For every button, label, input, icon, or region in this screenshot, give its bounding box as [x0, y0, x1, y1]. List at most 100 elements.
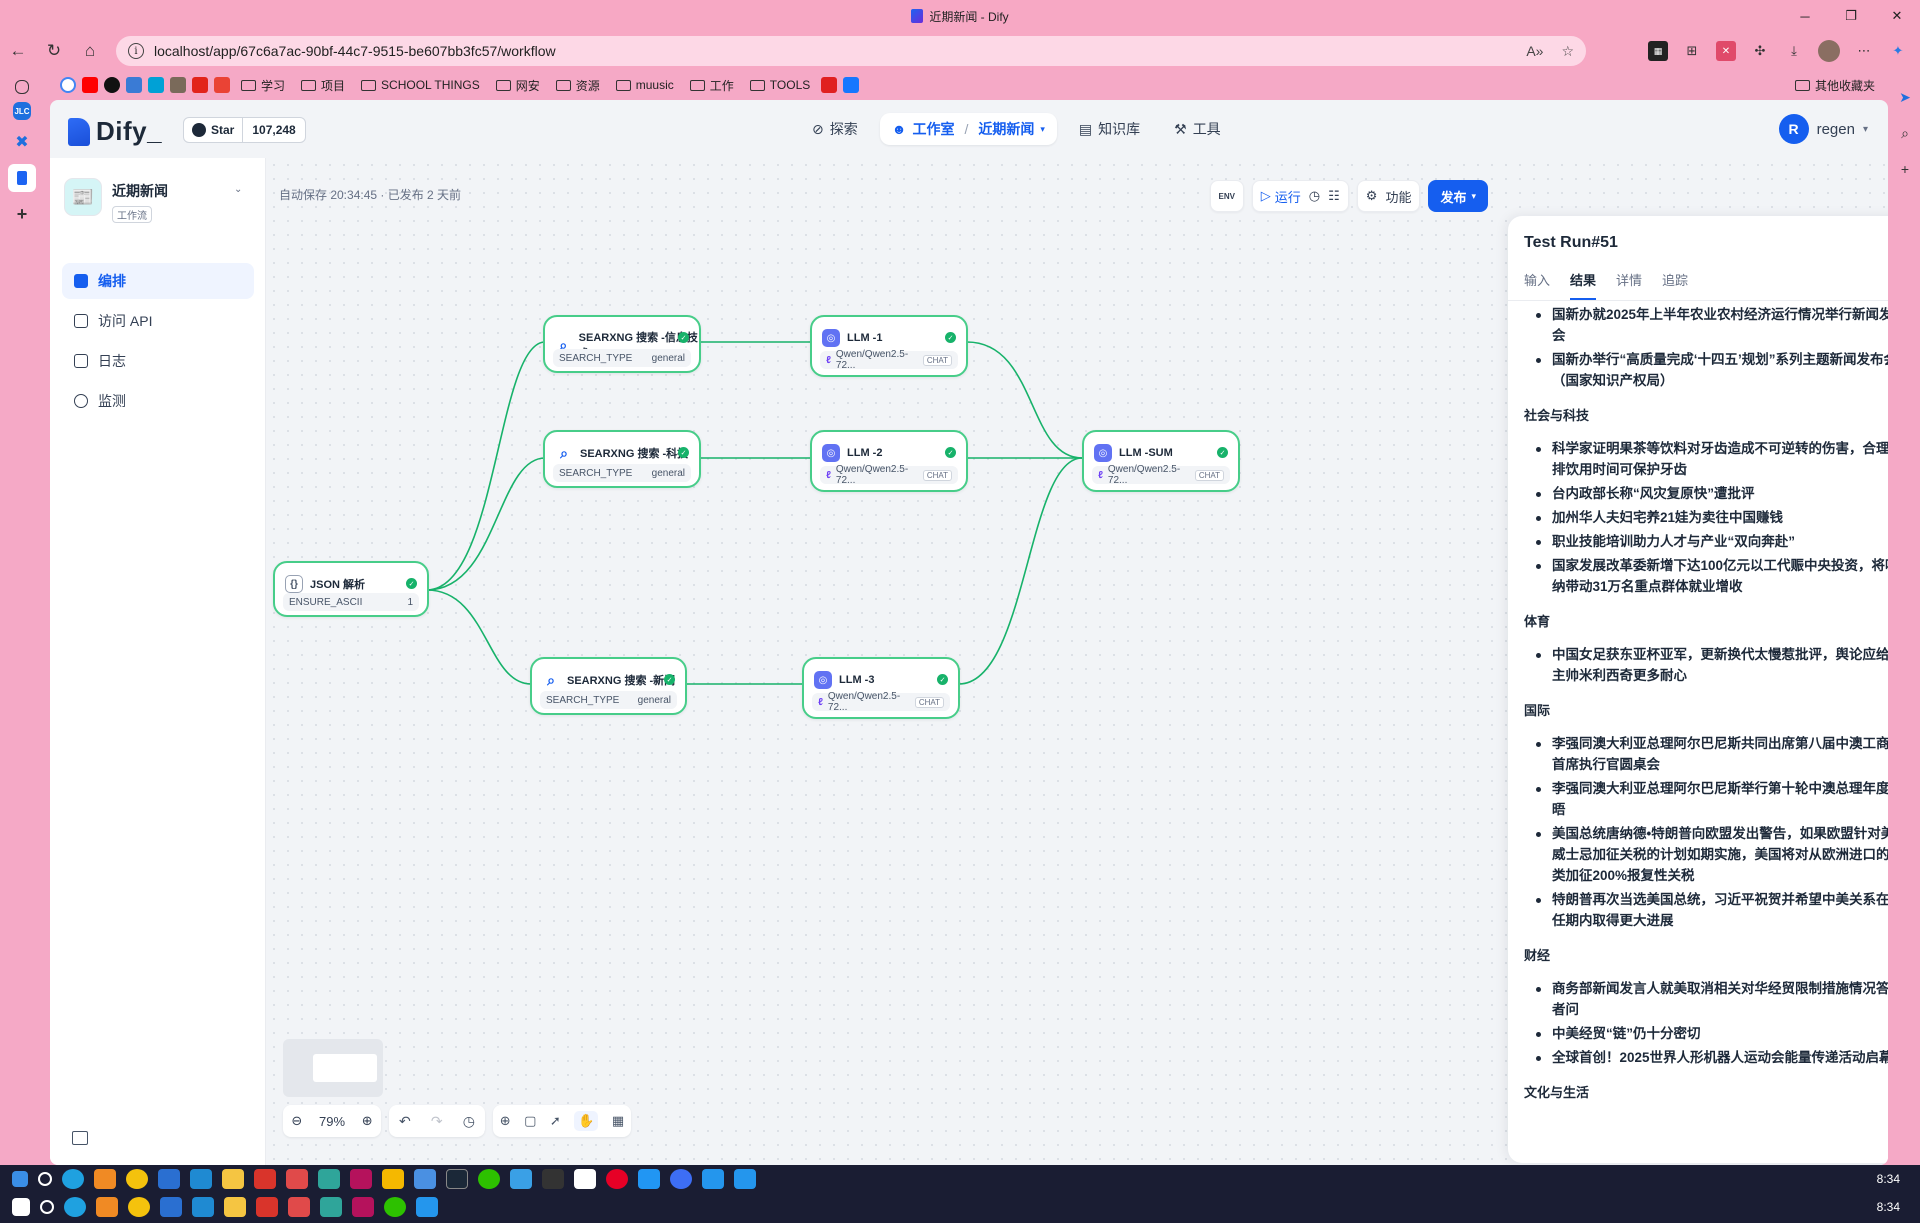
back-icon[interactable]: ← — [9, 41, 27, 60]
xmind-icon[interactable] — [288, 1197, 310, 1217]
bilibili-bookmark-icon[interactable] — [148, 77, 164, 93]
steam-icon[interactable] — [446, 1169, 468, 1189]
extension-icon[interactable]: ▦ — [1648, 41, 1668, 61]
wechat-icon[interactable] — [384, 1197, 406, 1217]
chevron-updown-icon[interactable]: ⌄ — [234, 184, 243, 195]
tab-detail[interactable]: 详情 — [1616, 273, 1643, 288]
add-sidebar-icon[interactable]: + — [1900, 161, 1910, 177]
minimize-icon[interactable]: ─ — [1800, 8, 1810, 24]
zoom-out-icon[interactable]: ⊖ — [291, 1113, 303, 1128]
explorer-icon[interactable] — [222, 1169, 244, 1189]
edge-icon[interactable] — [62, 1169, 84, 1189]
chrome-icon[interactable] — [128, 1197, 150, 1217]
bookmark-folder-music[interactable]: muusic — [611, 74, 679, 96]
nav-api-access[interactable]: 访问 API — [62, 303, 254, 339]
canvas-minimap[interactable] — [283, 1039, 383, 1097]
dify-logo[interactable]: Dify_ — [68, 116, 162, 147]
app-blue-icon[interactable] — [160, 1197, 182, 1217]
bookmark-folder-projects[interactable]: 项目 — [296, 74, 350, 96]
explorer-icon[interactable] — [224, 1197, 246, 1217]
bookmark-avatar-icon[interactable] — [170, 77, 186, 93]
sidebar-collapse-icon[interactable] — [72, 1131, 88, 1145]
zoom-level[interactable]: 79% — [318, 1113, 346, 1129]
app-circle-icon[interactable] — [670, 1169, 692, 1189]
bookmark-folder-work[interactable]: 工作 — [685, 74, 739, 96]
jlc-icon[interactable]: JLC — [13, 102, 31, 120]
app-teal-icon[interactable] — [318, 1169, 340, 1189]
app-blue-icon[interactable] — [158, 1169, 180, 1189]
tab-result[interactable]: 结果 — [1570, 270, 1597, 300]
bookmark-folder-security[interactable]: 网安 — [491, 74, 545, 96]
docker-2-icon[interactable] — [734, 1169, 756, 1189]
xmind-icon[interactable] — [286, 1169, 308, 1189]
x-app-icon[interactable]: ✖ — [15, 134, 29, 151]
nav-app-name[interactable]: 近期新闻 — [978, 121, 1035, 137]
history-icon[interactable]: ◷ — [1308, 188, 1321, 203]
bookmark-folder-study[interactable]: 学习 — [236, 74, 290, 96]
url-text[interactable]: localhost/app/67c6a7ac-90bf-44c7-9515-be… — [154, 43, 556, 59]
add-node-icon[interactable]: ⊕ — [499, 1113, 511, 1128]
bookmark-folder-tools[interactable]: TOOLS — [745, 74, 815, 96]
redo-icon[interactable]: ↷ — [430, 1112, 443, 1129]
nav-monitoring[interactable]: 监测 — [62, 383, 254, 419]
app-orange-icon[interactable] — [96, 1197, 118, 1217]
user-menu[interactable]: R regen ▾ — [1778, 114, 1868, 144]
close-window-icon[interactable]: ✕ — [1891, 8, 1903, 23]
bookmark-folder-resources[interactable]: 资源 — [551, 74, 605, 96]
jetbrains-icon[interactable] — [352, 1197, 374, 1217]
windows-start-icon[interactable] — [12, 1198, 30, 1216]
nav-studio[interactable]: ☻ 工作室 / 近期新闻 ▾ — [879, 113, 1057, 145]
tab-trace[interactable]: 追踪 — [1662, 273, 1689, 288]
nav-orchestrate[interactable]: 编排 — [62, 263, 254, 299]
wps-icon[interactable] — [256, 1197, 278, 1217]
url-field[interactable]: i localhost/app/67c6a7ac-90bf-44c7-9515-… — [116, 36, 1586, 66]
bookmark-h-icon[interactable] — [126, 77, 142, 93]
profile-avatar[interactable] — [1818, 40, 1840, 62]
app-yellow-icon[interactable] — [382, 1169, 404, 1189]
bookmark-red-icon[interactable] — [192, 77, 208, 93]
features-button[interactable]: ⚙功能 — [1356, 180, 1421, 212]
search-taskbar-icon[interactable] — [40, 1200, 54, 1214]
wps-icon[interactable] — [254, 1169, 276, 1189]
jetbrains-icon[interactable] — [350, 1169, 372, 1189]
vscode-icon[interactable] — [192, 1197, 214, 1217]
nav-logs[interactable]: 日志 — [62, 343, 254, 379]
app-teal-icon[interactable] — [320, 1197, 342, 1217]
netease-icon[interactable] — [606, 1169, 628, 1189]
extensions-puzzle-icon[interactable]: ✣ — [1754, 43, 1766, 58]
more-icon[interactable]: ⋯ — [1857, 43, 1871, 58]
publish-button[interactable]: 发布▾ — [1428, 180, 1488, 212]
bookmark-m-icon[interactable] — [821, 77, 838, 93]
bookmark-folder-other[interactable]: 其他收藏夹 — [1790, 74, 1880, 96]
pointer-icon[interactable]: ➚ — [549, 1113, 561, 1128]
app-cloud-icon[interactable] — [414, 1169, 436, 1189]
home-icon[interactable]: ⌂ — [84, 41, 96, 60]
github-bookmark-icon[interactable] — [104, 77, 120, 93]
chrome-icon[interactable] — [126, 1169, 148, 1189]
app-dark-icon[interactable] — [542, 1169, 564, 1189]
run-button[interactable]: ▷运行 — [1261, 187, 1301, 206]
youtube-bookmark-icon[interactable] — [82, 77, 98, 93]
bookmark-folder-school[interactable]: SCHOOL THINGS — [356, 74, 485, 96]
typora-icon[interactable] — [574, 1169, 596, 1189]
add-tab-icon[interactable]: + — [16, 203, 28, 224]
docker-icon[interactable] — [702, 1169, 724, 1189]
undo-icon[interactable]: ↶ — [399, 1112, 411, 1129]
read-aloud-icon[interactable]: A» — [1526, 42, 1544, 59]
app-lightblue-icon[interactable] — [638, 1169, 660, 1189]
app-orange-icon[interactable] — [94, 1169, 116, 1189]
github-star-button[interactable]: Star 107,248 — [183, 117, 306, 143]
vscode-icon[interactable] — [190, 1169, 212, 1189]
search-sidebar-icon[interactable]: ⌕ — [1901, 124, 1909, 141]
nav-tools[interactable]: ⚒工具 — [1162, 113, 1233, 145]
app-info[interactable]: 📰 近期新闻 工作流 ⌄ — [64, 178, 242, 223]
copilot-icon[interactable]: ✦ — [1892, 43, 1904, 58]
google-bookmark-icon[interactable] — [60, 77, 76, 93]
